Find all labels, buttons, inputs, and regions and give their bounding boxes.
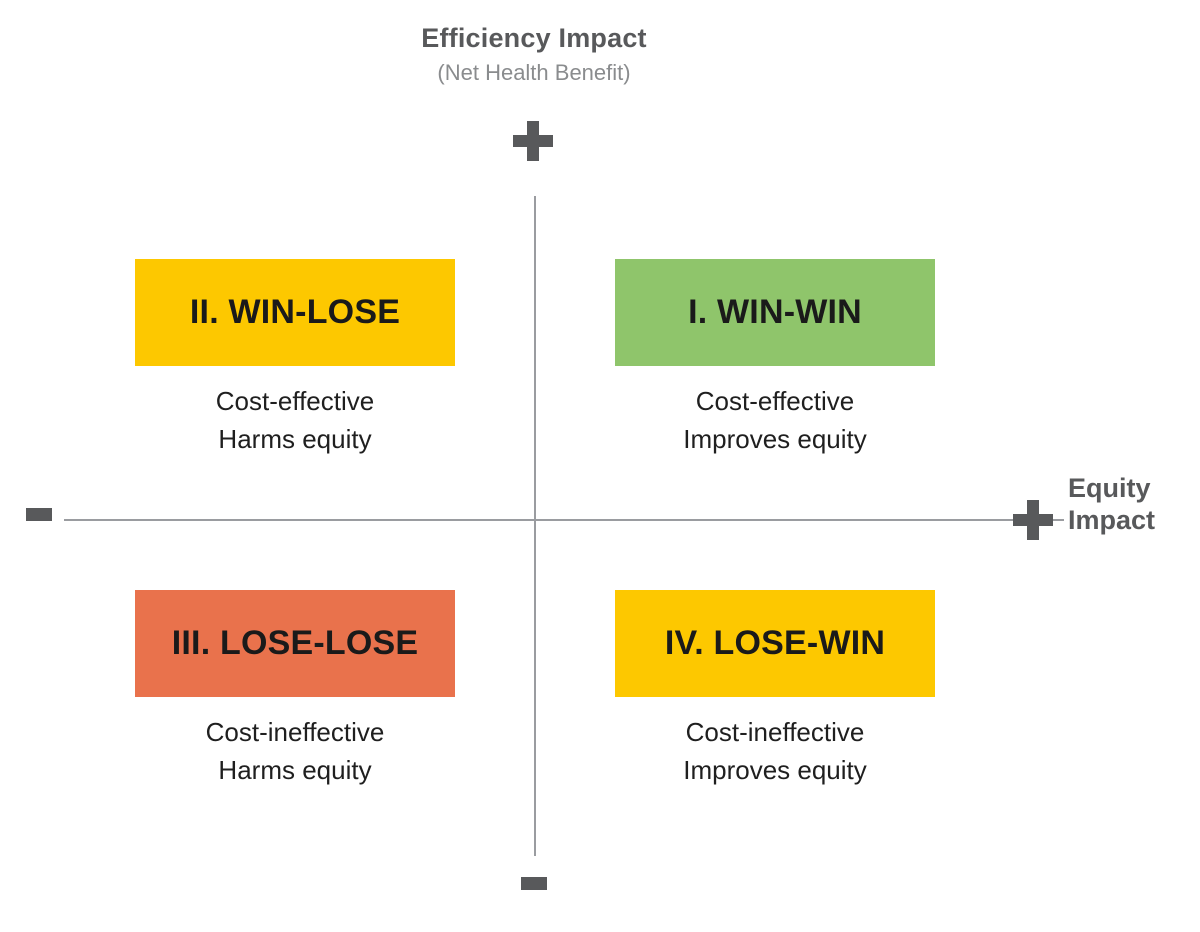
quadrant-ii-caption-line2: Harms equity <box>218 423 372 454</box>
equity-negative-minus-icon <box>26 508 52 521</box>
quadrant-i-label: I. WIN-WIN <box>688 293 862 331</box>
efficiency-positive-plus-icon <box>513 121 553 161</box>
efficiency-negative-minus-icon <box>521 877 547 890</box>
quadrant-iii-caption-line1: Cost-ineffective <box>205 717 385 747</box>
quadrant-ii-chip: II. WIN-LOSE <box>135 259 455 366</box>
equity-axis-title-line1: Equity <box>1068 473 1151 503</box>
quadrant-iii-label: III. LOSE-LOSE <box>171 624 419 662</box>
minus-bar <box>26 508 52 521</box>
quadrant-ii-caption-line1: Cost-effective <box>215 386 375 416</box>
plus-vertical-bar <box>527 121 539 161</box>
quadrant-i-caption-line1: Cost-effective <box>695 386 855 416</box>
efficiency-axis-title: Efficiency Impact <box>421 23 647 53</box>
quadrant-iii-caption: Cost-ineffective Harms equity <box>135 714 455 790</box>
minus-bar <box>521 877 547 890</box>
equity-axis-title-line2: Impact <box>1068 504 1156 535</box>
quadrant-iv-caption-line2: Improves equity <box>683 754 867 785</box>
quadrant-i-chip: I. WIN-WIN <box>615 259 935 366</box>
quadrant-iii-caption-line2: Harms equity <box>218 754 372 785</box>
efficiency-axis-subtitle: (Net Health Benefit) <box>437 60 631 86</box>
plus-vertical-bar <box>1027 500 1039 540</box>
quadrant-iv-caption-line1: Cost-ineffective <box>685 717 865 747</box>
quadrant-iv-chip: IV. LOSE-WIN <box>615 590 935 697</box>
quadrant-iii-chip: III. LOSE-LOSE <box>135 590 455 697</box>
equity-positive-plus-icon <box>1013 500 1053 540</box>
quadrant-i-caption: Cost-effective Improves equity <box>615 383 935 459</box>
quadrant-ii-label: II. WIN-LOSE <box>189 293 401 331</box>
vertical-axis-line <box>534 196 536 856</box>
quadrant-i-caption-line2: Improves equity <box>683 423 867 454</box>
quadrant-ii-caption: Cost-effective Harms equity <box>135 383 455 459</box>
quadrant-iv-caption: Cost-ineffective Improves equity <box>615 714 935 790</box>
horizontal-axis-line <box>64 519 1064 521</box>
equity-axis-title: Equity Impact <box>1068 473 1200 537</box>
quadrant-iv-label: IV. LOSE-WIN <box>664 624 886 662</box>
efficiency-axis-title-group: Efficiency Impact (Net Health Benefit) <box>0 24 1068 88</box>
